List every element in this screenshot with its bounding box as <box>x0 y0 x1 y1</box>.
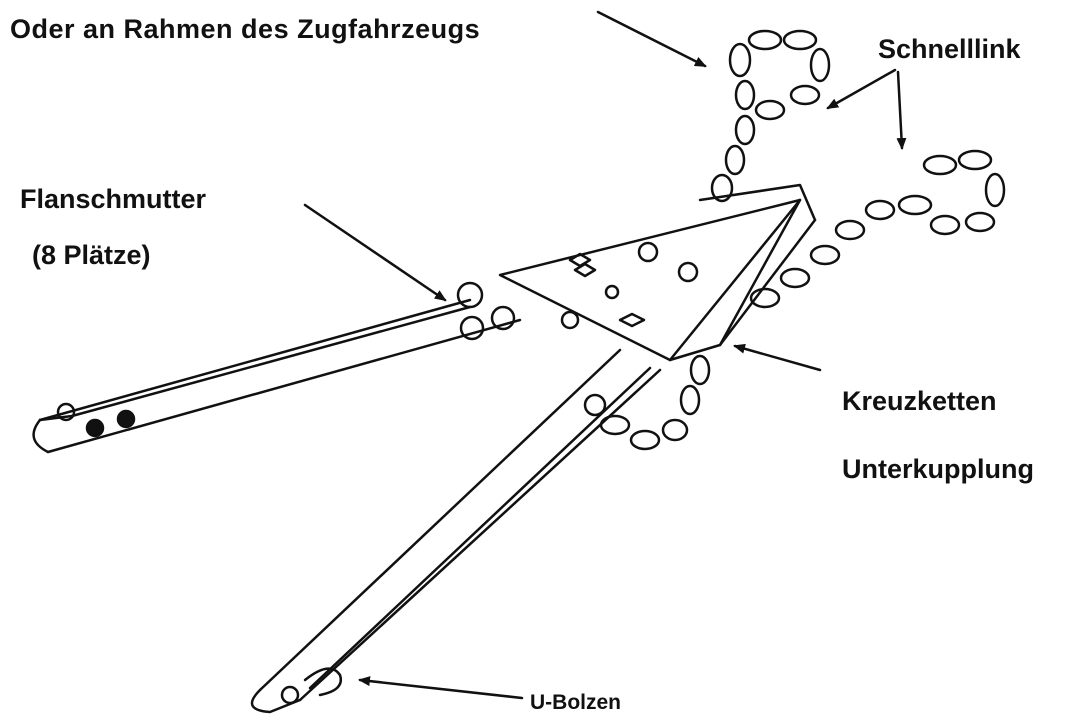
pointer-arrows <box>303 10 907 700</box>
right-tow-arm <box>250 348 662 714</box>
label-quick-link: Schnelllink <box>878 34 1021 64</box>
label-u-bolt: U-Bolzen <box>530 691 621 714</box>
label-flange-nut-count: (8 Plätze) <box>32 240 151 270</box>
left-tow-arm <box>32 298 522 454</box>
cross-chains <box>583 354 711 451</box>
label-flange-nut: Flanschmutter <box>20 184 207 214</box>
coupler-plate <box>456 183 817 362</box>
label-sub-coupling: Unterkupplung <box>842 454 1034 484</box>
label-frame: Oder an Rahmen des Zugfahrzeugs <box>10 14 481 44</box>
left-safety-chain <box>710 29 831 203</box>
label-cross-chains: Kreuzketten <box>842 386 997 416</box>
right-safety-chain <box>749 149 1006 309</box>
